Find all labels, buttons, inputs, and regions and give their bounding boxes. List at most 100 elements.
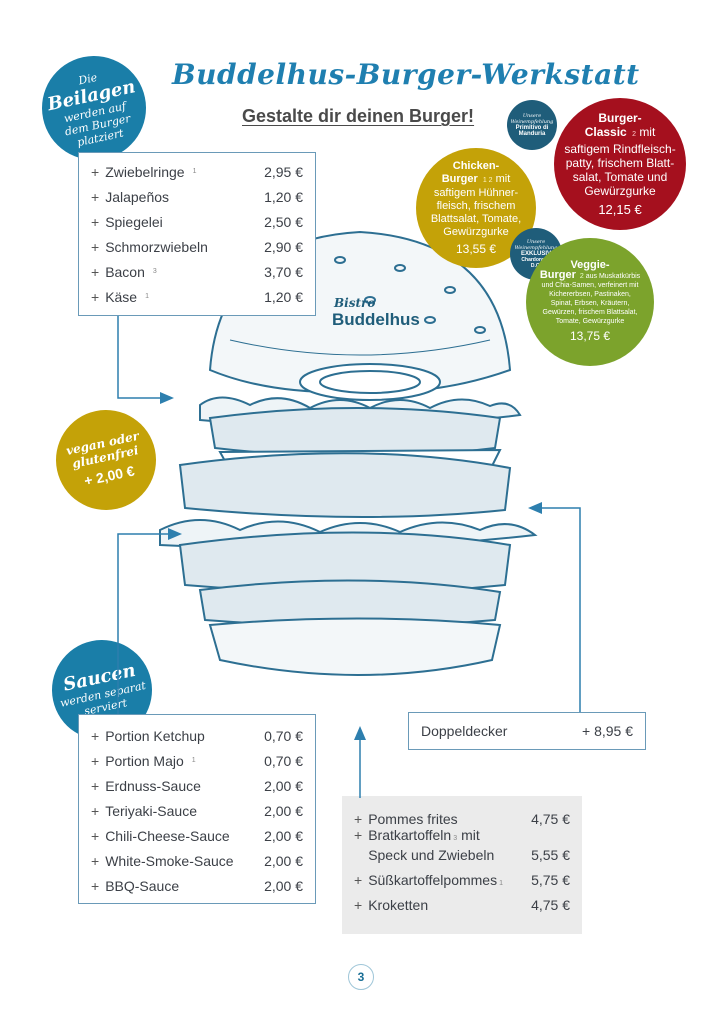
wine2-line2: Weinempfehlung [514, 245, 558, 251]
pommes-item-line1: Pommes frites [368, 811, 457, 827]
classic-name2: Classic [584, 125, 627, 139]
beilage-item-note: 1 [145, 293, 150, 300]
chicken-text: Chicken- Burger 1 2 mit saftigem Hühner-… [426, 160, 526, 239]
beilage-item-label: +Jalapeños [91, 189, 169, 205]
pommes-item-note: 3 [453, 835, 458, 842]
pommes-item-name: Kroketten [368, 897, 429, 913]
burger-classic-badge: Burger- Classic 2 mit saftigem Rindfleis… [554, 98, 686, 230]
classic-desc-start: mit [639, 125, 656, 139]
sauce-item-label: +White-Smoke-Sauce [91, 853, 234, 869]
wine2-line3: EXKLUSIV [520, 251, 551, 257]
veggie-desc: Muskatkürbis und Chia-Samen, verfeinert … [541, 273, 641, 325]
pommes-item-label: + Pommes frites [354, 811, 458, 827]
plus-icon: + [91, 727, 100, 744]
pommes-item-name: Süßkartoffelpommes [368, 872, 498, 888]
wine2-line4: Chardonnay [521, 257, 551, 263]
beilage-item-name: Käse [105, 288, 138, 305]
page-title: Buddelhus-Burger-Werkstatt [172, 58, 640, 91]
sauce-item-price: 2,00 € [264, 827, 303, 844]
pommes-item-suffix: mit [461, 827, 480, 843]
veggie-note: 2 [579, 273, 584, 280]
arrow-beilagen [117, 316, 174, 404]
plus-icon: + [354, 897, 363, 913]
veggie-text: Veggie- Burger 2 aus Muskatkürbis und Ch… [538, 259, 642, 326]
pommes-item-price: 4,75 € [531, 811, 570, 827]
plus-icon: + [354, 811, 363, 827]
pommes-item: + Pommes frites 4,75 € [354, 802, 570, 827]
beilage-item-price: 1,20 € [264, 188, 303, 205]
bun-logo: Buddelhus [332, 310, 420, 329]
pommes-item-text: Kroketten [368, 897, 428, 913]
beilage-item-note: 1 [192, 168, 197, 175]
pommes-item-price: 5,55 € [531, 847, 570, 863]
sauce-item-name: BBQ-Sauce [105, 877, 180, 894]
veggie-name: Veggie- [570, 259, 610, 271]
sauce-item-name: Chili-Cheese-Sauce [105, 827, 230, 844]
arrow-saucen [117, 528, 182, 714]
classic-desc: saftigem Rindfleisch-patty, frischem Bla… [564, 142, 676, 198]
pommes-item-price: 5,75 € [531, 872, 570, 888]
sauce-item-label: +Teriyaki-Sauce [91, 803, 197, 819]
classic-name: Burger- [598, 111, 642, 125]
pommes-item-line2: Speck und Zwiebeln [368, 847, 495, 863]
wine1-line2: Weinempfehlung [510, 119, 554, 125]
pommes-item-text: Pommes frites [368, 811, 457, 827]
sauce-item-note: 1 [191, 757, 196, 764]
page-subtitle: Gestalte dir deinen Burger! [242, 106, 475, 126]
pommes-item-name: Bratkartoffeln [368, 827, 452, 843]
classic-note: 2 [632, 131, 636, 138]
beilage-item-price: 1,20 € [264, 288, 303, 305]
pommes-item-price: 4,75 € [531, 897, 570, 913]
sauce-item-name: Erdnuss-Sauce [105, 777, 201, 794]
sauce-item-label: +Chili-Cheese-Sauce [91, 828, 230, 844]
chicken-desc-start: mit [495, 173, 511, 185]
beilage-item-price: 2,90 € [264, 238, 303, 255]
plus-icon: + [354, 872, 363, 888]
beilage-item-name: Zwiebelringe [105, 163, 185, 180]
veggie-price: 13,75 € [569, 329, 611, 343]
sauce-item-price: 0,70 € [264, 727, 303, 744]
wine1-line4: Manduria [518, 131, 546, 137]
pommes-item-line1: Kroketten [368, 897, 428, 913]
sauce-item: +Teriyaki-Sauce 2,00 € [91, 798, 303, 823]
sauce-item-name: Teriyaki-Sauce [105, 802, 198, 819]
chicken-name: Chicken- [452, 160, 500, 172]
wine1-line3: Primitivo di [515, 125, 549, 131]
sauce-item-price: 2,00 € [264, 802, 303, 819]
sauce-item-price: 0,70 € [264, 752, 303, 769]
veggie-burger-badge: Veggie- Burger 2 aus Muskatkürbis und Ch… [526, 238, 654, 366]
arrow-doppeldecker [528, 502, 581, 712]
pommes-item-name: Pommes frites [368, 811, 458, 827]
chicken-note: 1 2 [482, 177, 493, 184]
doppeldecker-box: Doppeldecker + 8,95 € [408, 712, 646, 750]
sauce-item-price: 2,00 € [264, 777, 303, 794]
beilage-item-price: 3,70 € [264, 263, 303, 280]
chicken-price: 13,55 € [455, 242, 497, 256]
sauce-item-name: White-Smoke-Sauce [105, 852, 234, 869]
veggie-name2: Burger [539, 269, 576, 281]
classic-price: 12,15 € [598, 202, 642, 217]
pommes-item-note: 1 [499, 880, 503, 887]
sauce-item-label: +BBQ-Sauce [91, 878, 179, 894]
beilage-item: +Jalapeños 1,20 € [91, 184, 303, 209]
plus-icon: + [91, 263, 100, 280]
page-number: 3 [348, 964, 374, 990]
sauce-item: +Chili-Cheese-Sauce 2,00 € [91, 823, 303, 848]
wine-badge-primitivo: Unsere Weinempfehlung Primitivo di Mandu… [507, 100, 557, 150]
